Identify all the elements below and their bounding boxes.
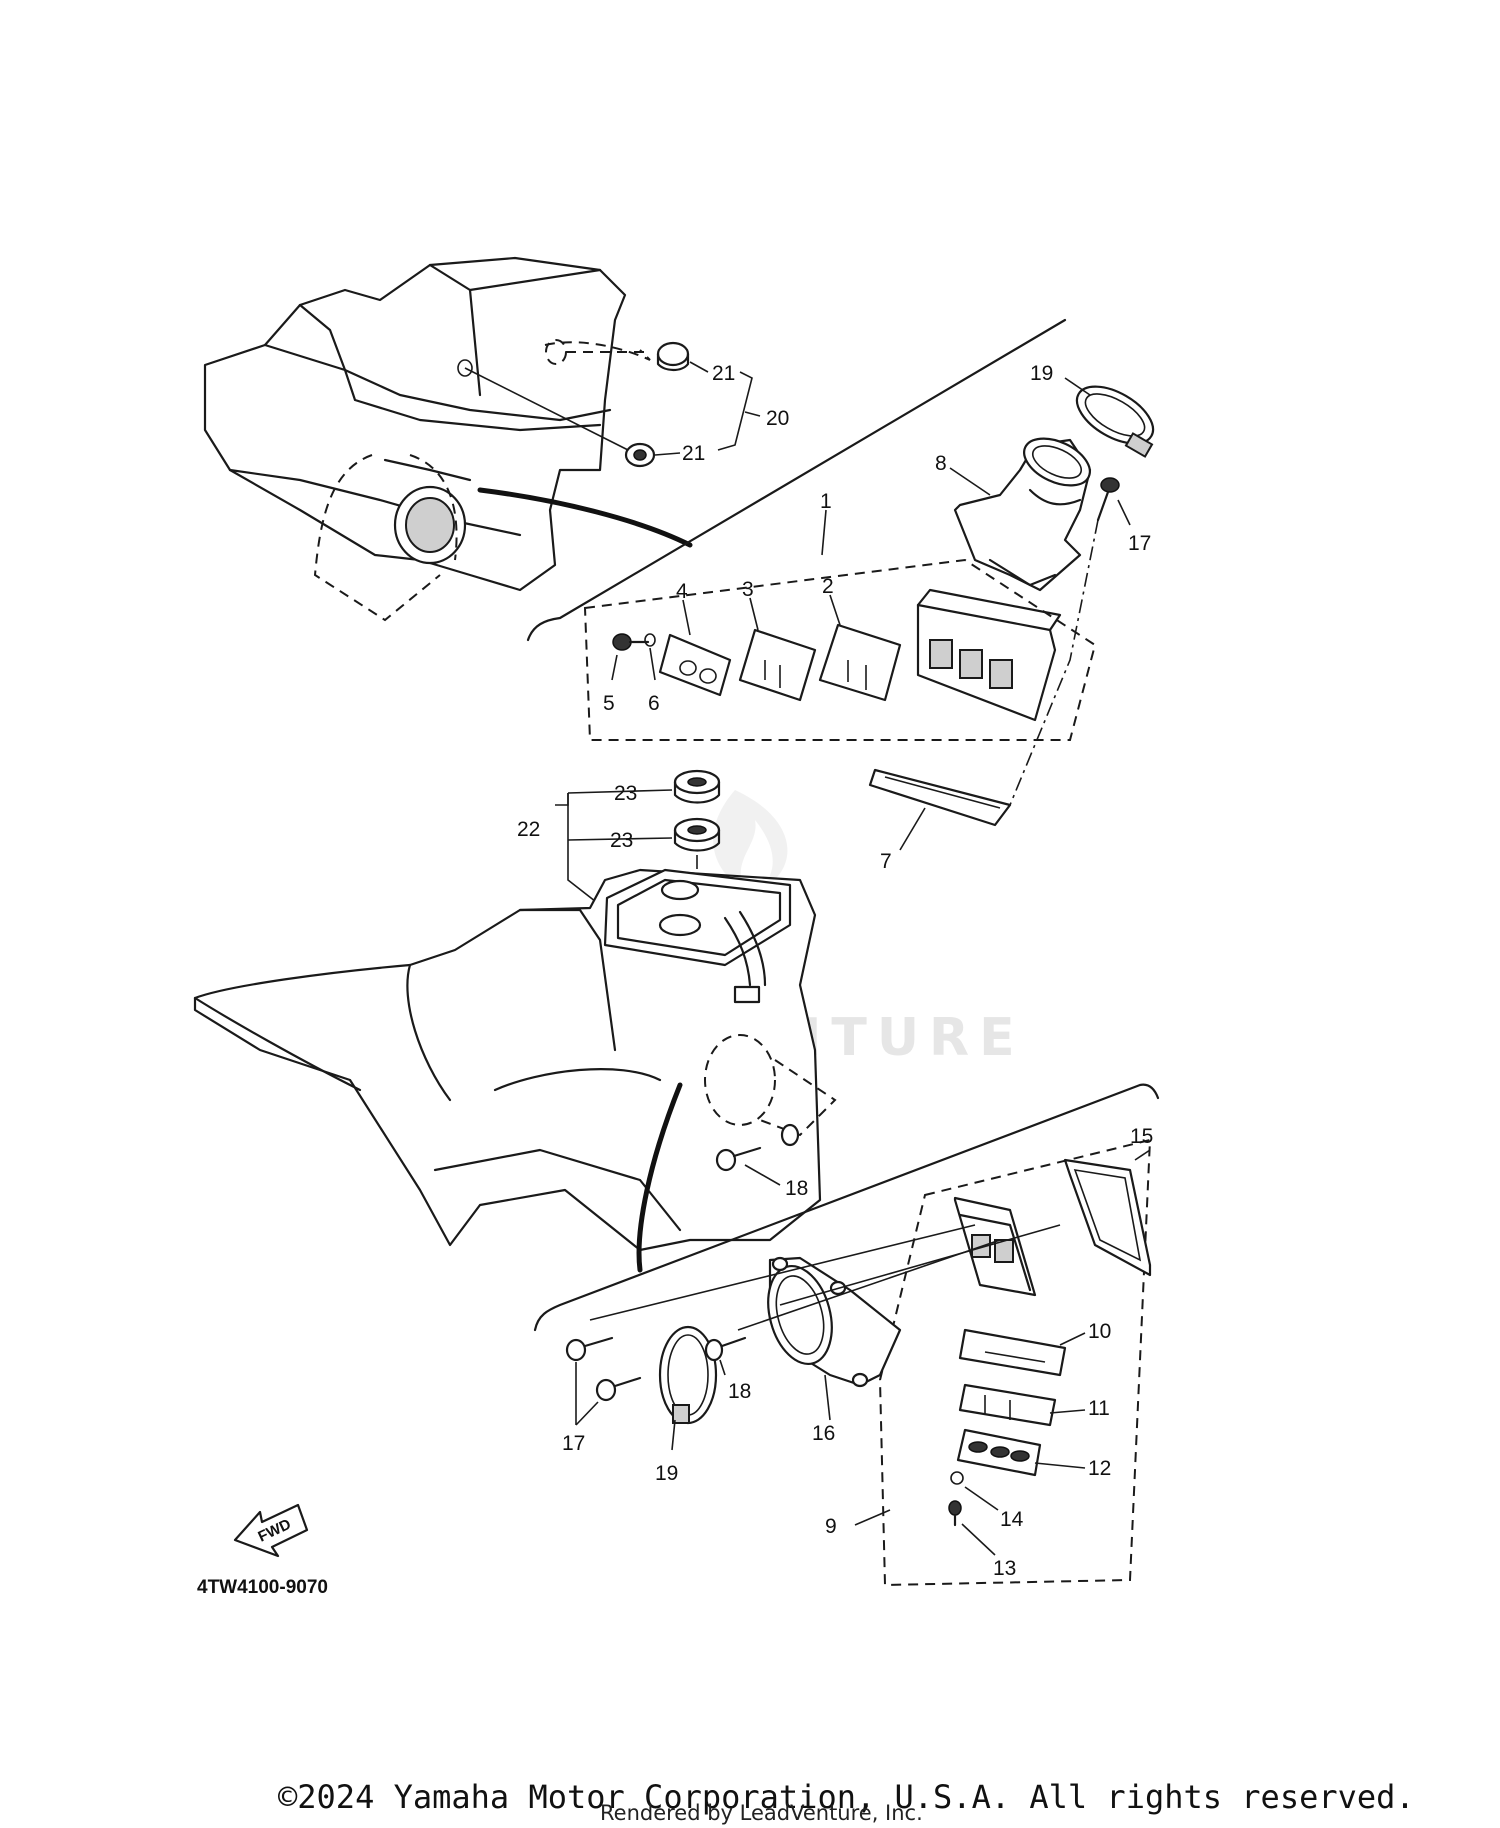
callout-3: 3	[742, 578, 754, 601]
callout-18-airbox: 18	[785, 1177, 808, 1200]
hose-clamp-19-lower	[658, 1325, 718, 1425]
drawing-code: 4TW4100-9070	[197, 1577, 328, 1598]
callout-15: 15	[1130, 1125, 1153, 1148]
callout-1: 1	[820, 490, 832, 513]
callout-17-lower: 17	[562, 1432, 585, 1455]
callout-7: 7	[880, 850, 892, 873]
bolt-17-lower-b	[595, 1376, 642, 1402]
reed-stopper-4	[658, 633, 732, 697]
grommet-21-lower	[624, 442, 656, 468]
callout-8: 8	[935, 452, 947, 475]
reed-stopper-12	[956, 1428, 1042, 1477]
bolt-18-lower	[704, 1336, 747, 1362]
callout-10: 10	[1088, 1320, 1111, 1343]
assembly-boundary-1	[583, 558, 1097, 741]
grommet-21-upper	[656, 341, 690, 372]
callout-17-upper: 17	[1128, 532, 1151, 555]
reed-cage-lower	[953, 1196, 1037, 1297]
gasket-7	[868, 768, 1012, 827]
callout-4: 4	[676, 580, 688, 603]
bolt-17-upper	[1096, 477, 1120, 522]
gasket-15	[1063, 1158, 1152, 1277]
joint-23-upper	[673, 769, 721, 804]
washer-14	[950, 1471, 964, 1485]
callout-21-lower: 21	[682, 442, 705, 465]
callout-23-upper: 23	[614, 782, 637, 805]
reed-10	[958, 1328, 1067, 1377]
callout-21-upper: 21	[712, 362, 735, 385]
callout-9: 9	[825, 1515, 837, 1538]
screw-13	[948, 1500, 962, 1527]
callout-23-lower: 23	[610, 829, 633, 852]
callout-19-lower: 19	[655, 1462, 678, 1485]
callout-18-lower: 18	[728, 1380, 751, 1403]
callout-19-upper: 19	[1030, 362, 1053, 385]
callout-2: 2	[822, 575, 834, 598]
screw-5	[612, 633, 650, 651]
callout-14: 14	[1000, 1508, 1024, 1531]
callout-6: 6	[648, 692, 660, 715]
copyright-text: ©2024 Yamaha Motor Corporation, U.S.A. A…	[278, 1778, 1415, 1816]
washer-6	[644, 633, 656, 647]
callout-20: 20	[766, 407, 789, 430]
bolt-18-airbox	[715, 1123, 800, 1172]
callout-13: 13	[993, 1557, 1016, 1580]
callout-22: 22	[517, 818, 540, 841]
hose-clamp-19-upper	[1075, 385, 1155, 458]
watermark-flame-icon	[713, 790, 788, 890]
intake-manifold-8	[953, 437, 1092, 592]
reed-cage	[916, 588, 1062, 722]
joint-23-lower	[673, 817, 721, 852]
lower-air-box-fender	[193, 868, 837, 1273]
assembly-boundary-9	[878, 1138, 1152, 1587]
reed-11	[958, 1383, 1057, 1427]
intake-manifold-16	[767, 1256, 902, 1388]
fwd-arrow-icon: FWD	[233, 1503, 309, 1558]
upper-air-box	[203, 256, 651, 622]
reed-petal-2	[818, 623, 902, 702]
callout-12: 12	[1088, 1457, 1111, 1480]
reed-petal-3	[738, 628, 817, 702]
callout-16: 16	[812, 1422, 835, 1445]
callout-5: 5	[603, 692, 615, 715]
bolt-17-lower-a	[565, 1336, 614, 1362]
callout-11: 11	[1088, 1397, 1110, 1420]
rendered-by-text: Rendered by LeadVenture, Inc.	[600, 1801, 923, 1825]
